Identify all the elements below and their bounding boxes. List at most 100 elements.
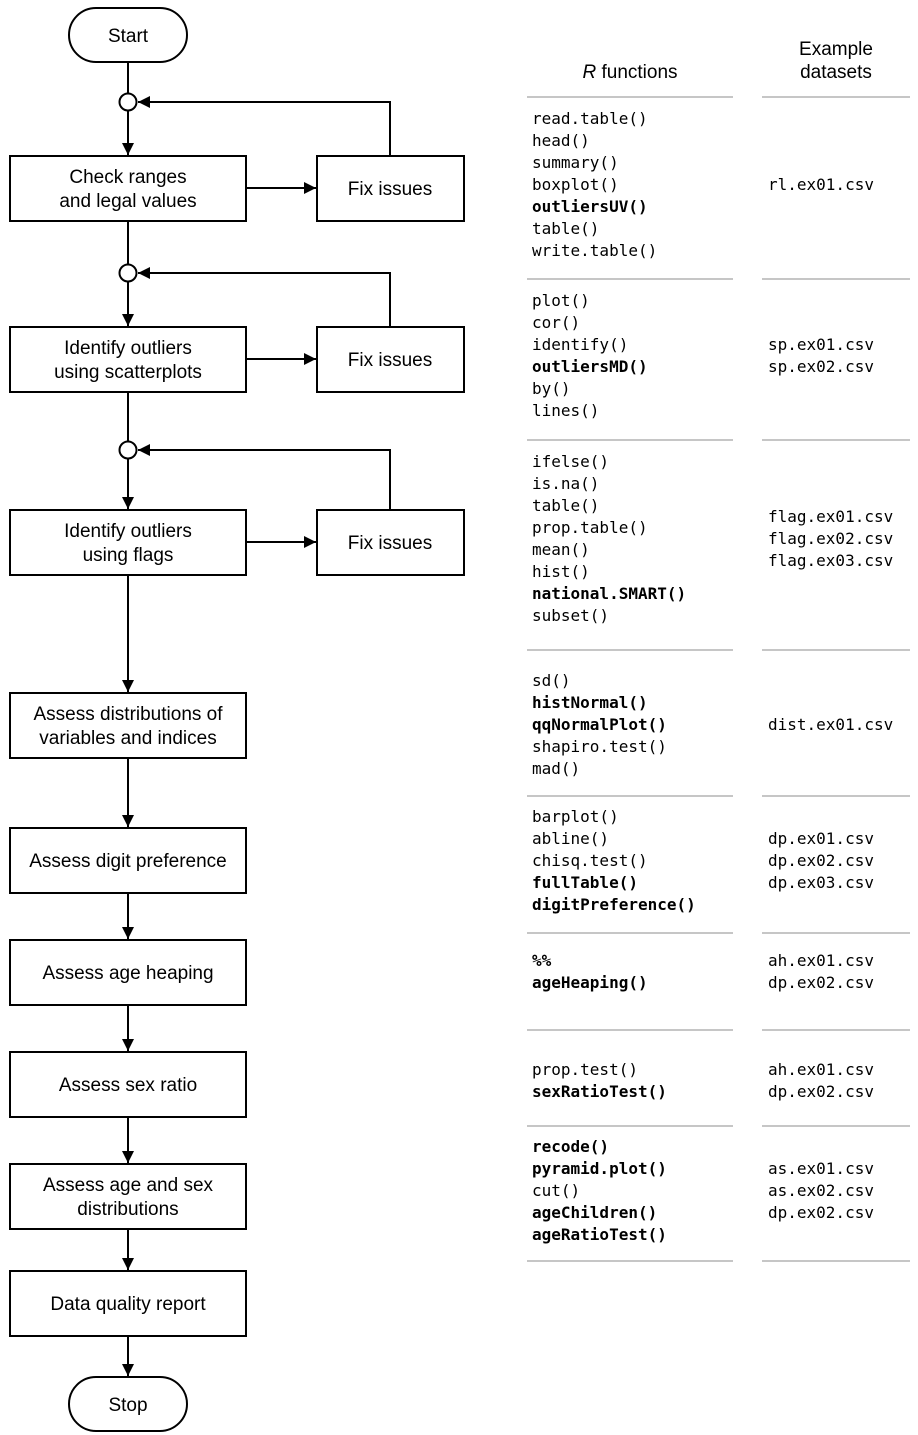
start-label: Start: [108, 26, 149, 47]
step-label: Assess digit preference: [29, 851, 227, 872]
step-label: Data quality report: [50, 1294, 206, 1315]
function-name: table(): [532, 496, 600, 515]
functions-header-r: R: [582, 62, 597, 83]
row-separator: [762, 96, 910, 98]
datasets-list: flag.ex01.csv flag.ex02.csv flag.ex03.cs…: [768, 506, 893, 572]
step-label: Assess age heaping: [42, 963, 213, 984]
functions-header-rest: functions: [596, 62, 678, 83]
stop-node: [68, 1376, 188, 1432]
function-name: outliersUV(): [532, 197, 648, 216]
function-name: national.SMART(): [532, 584, 687, 603]
function-name: by(): [532, 379, 571, 398]
row-separator: [762, 439, 910, 441]
datasets-list: ah.ex01.csv dp.ex02.csv: [768, 1059, 874, 1103]
dataset-name: sp.ex01.csv: [768, 335, 874, 354]
functions-list: recode() pyramid.plot() cut() ageChildre…: [532, 1136, 667, 1246]
function-name: digitPreference(): [532, 895, 696, 914]
dataset-name: flag.ex02.csv: [768, 529, 894, 548]
dataset-name: dp.ex02.csv: [768, 1203, 874, 1222]
junction-node: [118, 92, 138, 112]
start-node: [68, 7, 188, 63]
step-box: [9, 827, 247, 894]
dataset-name: dp.ex02.csv: [768, 851, 874, 870]
function-name: barplot(): [532, 807, 619, 826]
step-label: Identify outliers: [64, 338, 192, 359]
row-separator: [762, 649, 910, 651]
function-name: mad(): [532, 759, 581, 778]
step-label: and legal values: [59, 191, 196, 212]
step-box: [9, 155, 247, 222]
row-separator: [762, 932, 910, 934]
function-name: abline(): [532, 829, 610, 848]
step-box: [9, 326, 247, 393]
function-name: shapiro.test(): [532, 737, 667, 756]
function-name: hist(): [532, 562, 590, 581]
datasets-header-line: Example: [799, 39, 873, 60]
fix-issues-box: [316, 326, 465, 393]
row-separator: [527, 96, 733, 98]
step-box: [9, 1051, 247, 1118]
row-separator: [527, 439, 733, 441]
row-separator: [527, 649, 733, 651]
function-name: outliersMD(): [532, 357, 648, 376]
stop-label: Stop: [108, 1395, 147, 1416]
functions-list: plot() cor() identify() outliersMD() by(…: [532, 290, 648, 422]
datasets-list: sp.ex01.csv sp.ex02.csv: [768, 334, 874, 378]
function-name: fullTable(): [532, 873, 638, 892]
function-name: mean(): [532, 540, 590, 559]
row-separator: [527, 932, 733, 934]
function-name: summary(): [532, 153, 619, 172]
fix-issues-label: Fix issues: [348, 179, 432, 200]
functions-list: ifelse() is.na() table() prop.table() me…: [532, 451, 686, 627]
function-name: plot(): [532, 291, 590, 310]
dataset-name: as.ex02.csv: [768, 1181, 874, 1200]
datasets-list: as.ex01.csv as.ex02.csv dp.ex02.csv: [768, 1158, 874, 1224]
dataset-name: dp.ex02.csv: [768, 973, 874, 992]
function-name: sexRatioTest(): [532, 1082, 667, 1101]
datasets-list: rl.ex01.csv: [768, 174, 874, 196]
row-separator: [762, 1029, 910, 1031]
junction-node: [118, 440, 138, 460]
dataset-name: ah.ex01.csv: [768, 951, 874, 970]
functions-header: R functions: [527, 61, 733, 84]
fix-issues-box: [316, 509, 465, 576]
fix-issues-box: [316, 155, 465, 222]
function-name: ageRatioTest(): [532, 1225, 667, 1244]
function-name: sd(): [532, 671, 571, 690]
function-name: recode(): [532, 1137, 610, 1156]
row-separator: [527, 1125, 733, 1127]
step-box: [9, 939, 247, 1006]
loop-back-arrow: [138, 267, 391, 326]
function-name: chisq.test(): [532, 851, 648, 870]
loop-back-arrow: [138, 444, 391, 509]
function-name: read.table(): [532, 109, 648, 128]
function-name: qqNormalPlot(): [532, 715, 667, 734]
function-name: head(): [532, 131, 590, 150]
functions-list: prop.test() sexRatioTest(): [532, 1059, 667, 1103]
row-separator: [762, 1260, 910, 1262]
function-name: is.na(): [532, 474, 600, 493]
row-separator: [527, 1260, 733, 1262]
function-name: histNormal(): [532, 693, 648, 712]
fix-issues-label: Fix issues: [348, 533, 432, 554]
step-box: [9, 509, 247, 576]
row-separator: [527, 795, 733, 797]
function-name: write.table(): [532, 241, 658, 260]
junction-node: [118, 263, 138, 283]
function-name: identify(): [532, 335, 629, 354]
functions-list: %% ageHeaping(): [532, 950, 648, 994]
dataset-name: flag.ex01.csv: [768, 507, 894, 526]
function-name: %%: [532, 951, 552, 970]
function-name: boxplot(): [532, 175, 619, 194]
step-label: Assess distributions of: [33, 704, 223, 725]
fix-issues-label: Fix issues: [348, 350, 432, 371]
datasets-header: Example datasets: [762, 38, 910, 84]
dataset-name: as.ex01.csv: [768, 1159, 874, 1178]
row-separator: [762, 1125, 910, 1127]
function-name: prop.table(): [532, 518, 648, 537]
functions-list: barplot() abline() chisq.test() fullTabl…: [532, 806, 696, 916]
datasets-list: dist.ex01.csv: [768, 714, 893, 736]
step-label: Assess sex ratio: [59, 1075, 197, 1096]
row-separator: [527, 278, 733, 280]
